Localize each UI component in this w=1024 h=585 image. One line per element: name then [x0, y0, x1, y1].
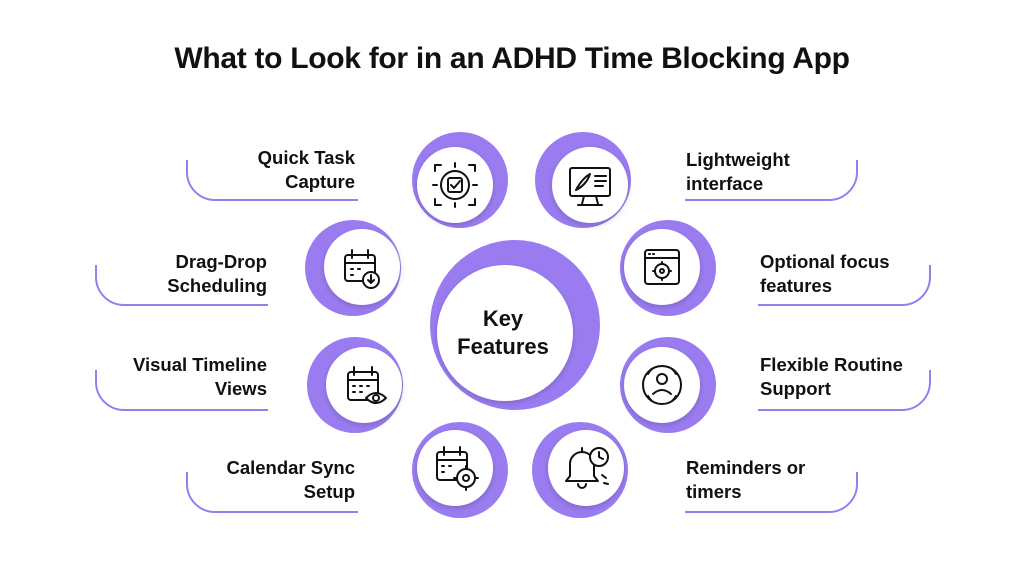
page-title: What to Look for in an ADHD Time Blockin…: [174, 42, 850, 75]
calendar-eye-icon: [347, 366, 387, 404]
calendar-download-icon: [344, 249, 380, 289]
connector-drag-drop: [95, 265, 268, 306]
connector-calendar-sync: [186, 472, 358, 513]
connector-quick-task: [186, 160, 358, 201]
connector-reminders: [685, 472, 858, 513]
connector-optional-focus: [758, 265, 931, 306]
browser-target-icon: [644, 249, 680, 285]
icon-circles: [324, 147, 700, 506]
connector-lightweight: [685, 160, 858, 201]
connector-visual-timeline: [95, 370, 268, 411]
connector-flexible-routine: [758, 370, 931, 411]
connector-lines: [95, 160, 931, 513]
routine-cycle-icon: [642, 365, 682, 405]
monitor-feather-icon: [569, 167, 611, 206]
calendar-gear-icon: [436, 446, 479, 491]
target-check-icon: [432, 162, 478, 208]
bell-clock-icon: [565, 447, 609, 489]
